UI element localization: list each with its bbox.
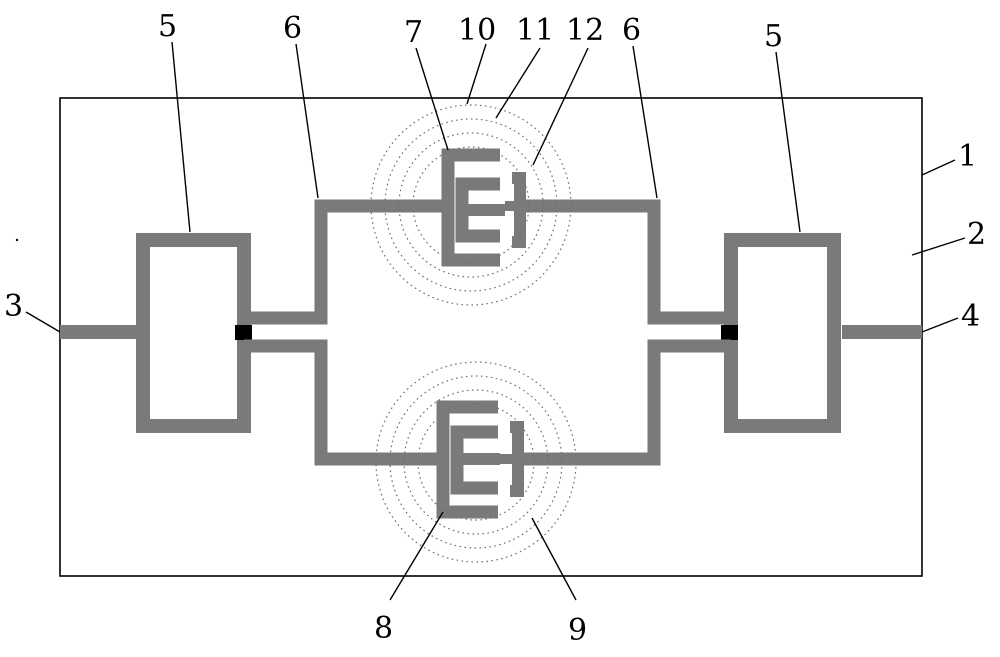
leader-6-left (295, 43, 319, 199)
label-7: 7 (404, 15, 423, 50)
left-coupler (136, 233, 251, 433)
leader-11 (495, 47, 541, 119)
leader-3 (25, 311, 61, 333)
label-9: 9 (568, 613, 587, 648)
lower-branch-right (523, 339, 731, 466)
label-11: 11 (516, 13, 554, 48)
leader-1 (921, 159, 956, 176)
lower-field-rings (375, 361, 577, 563)
upper-resonator (441, 148, 526, 267)
leader-6-right (632, 45, 658, 199)
leader-4 (921, 317, 959, 333)
label-1: 1 (958, 139, 977, 174)
stray-dot (15, 238, 19, 242)
leader-2 (911, 237, 966, 256)
leader-7 (415, 47, 449, 151)
upper-branch-left (244, 199, 448, 325)
right-coupler (724, 233, 841, 433)
label-12: 12 (566, 13, 604, 48)
leader-9 (531, 517, 577, 601)
left-pad (235, 325, 252, 340)
leader-10 (466, 43, 487, 105)
lower-resonator (436, 400, 524, 519)
label-5-right: 5 (764, 19, 783, 54)
leader-8 (389, 511, 444, 601)
label-4: 4 (961, 299, 980, 334)
label-10: 10 (458, 13, 496, 48)
substrate-outline (59, 97, 923, 577)
right-pad (721, 325, 738, 340)
label-5-left: 5 (158, 9, 177, 44)
label-3: 3 (4, 289, 23, 324)
label-6-right: 6 (622, 13, 641, 48)
label-2: 2 (967, 217, 986, 252)
leader-12 (532, 47, 589, 166)
label-6-left: 6 (283, 11, 302, 46)
lower-branch-left (244, 339, 443, 466)
upper-field-rings (370, 104, 572, 306)
leader-5-left (171, 41, 191, 233)
label-8: 8 (374, 611, 393, 646)
upper-branch-right (525, 199, 731, 325)
leader-5-right (775, 51, 801, 233)
